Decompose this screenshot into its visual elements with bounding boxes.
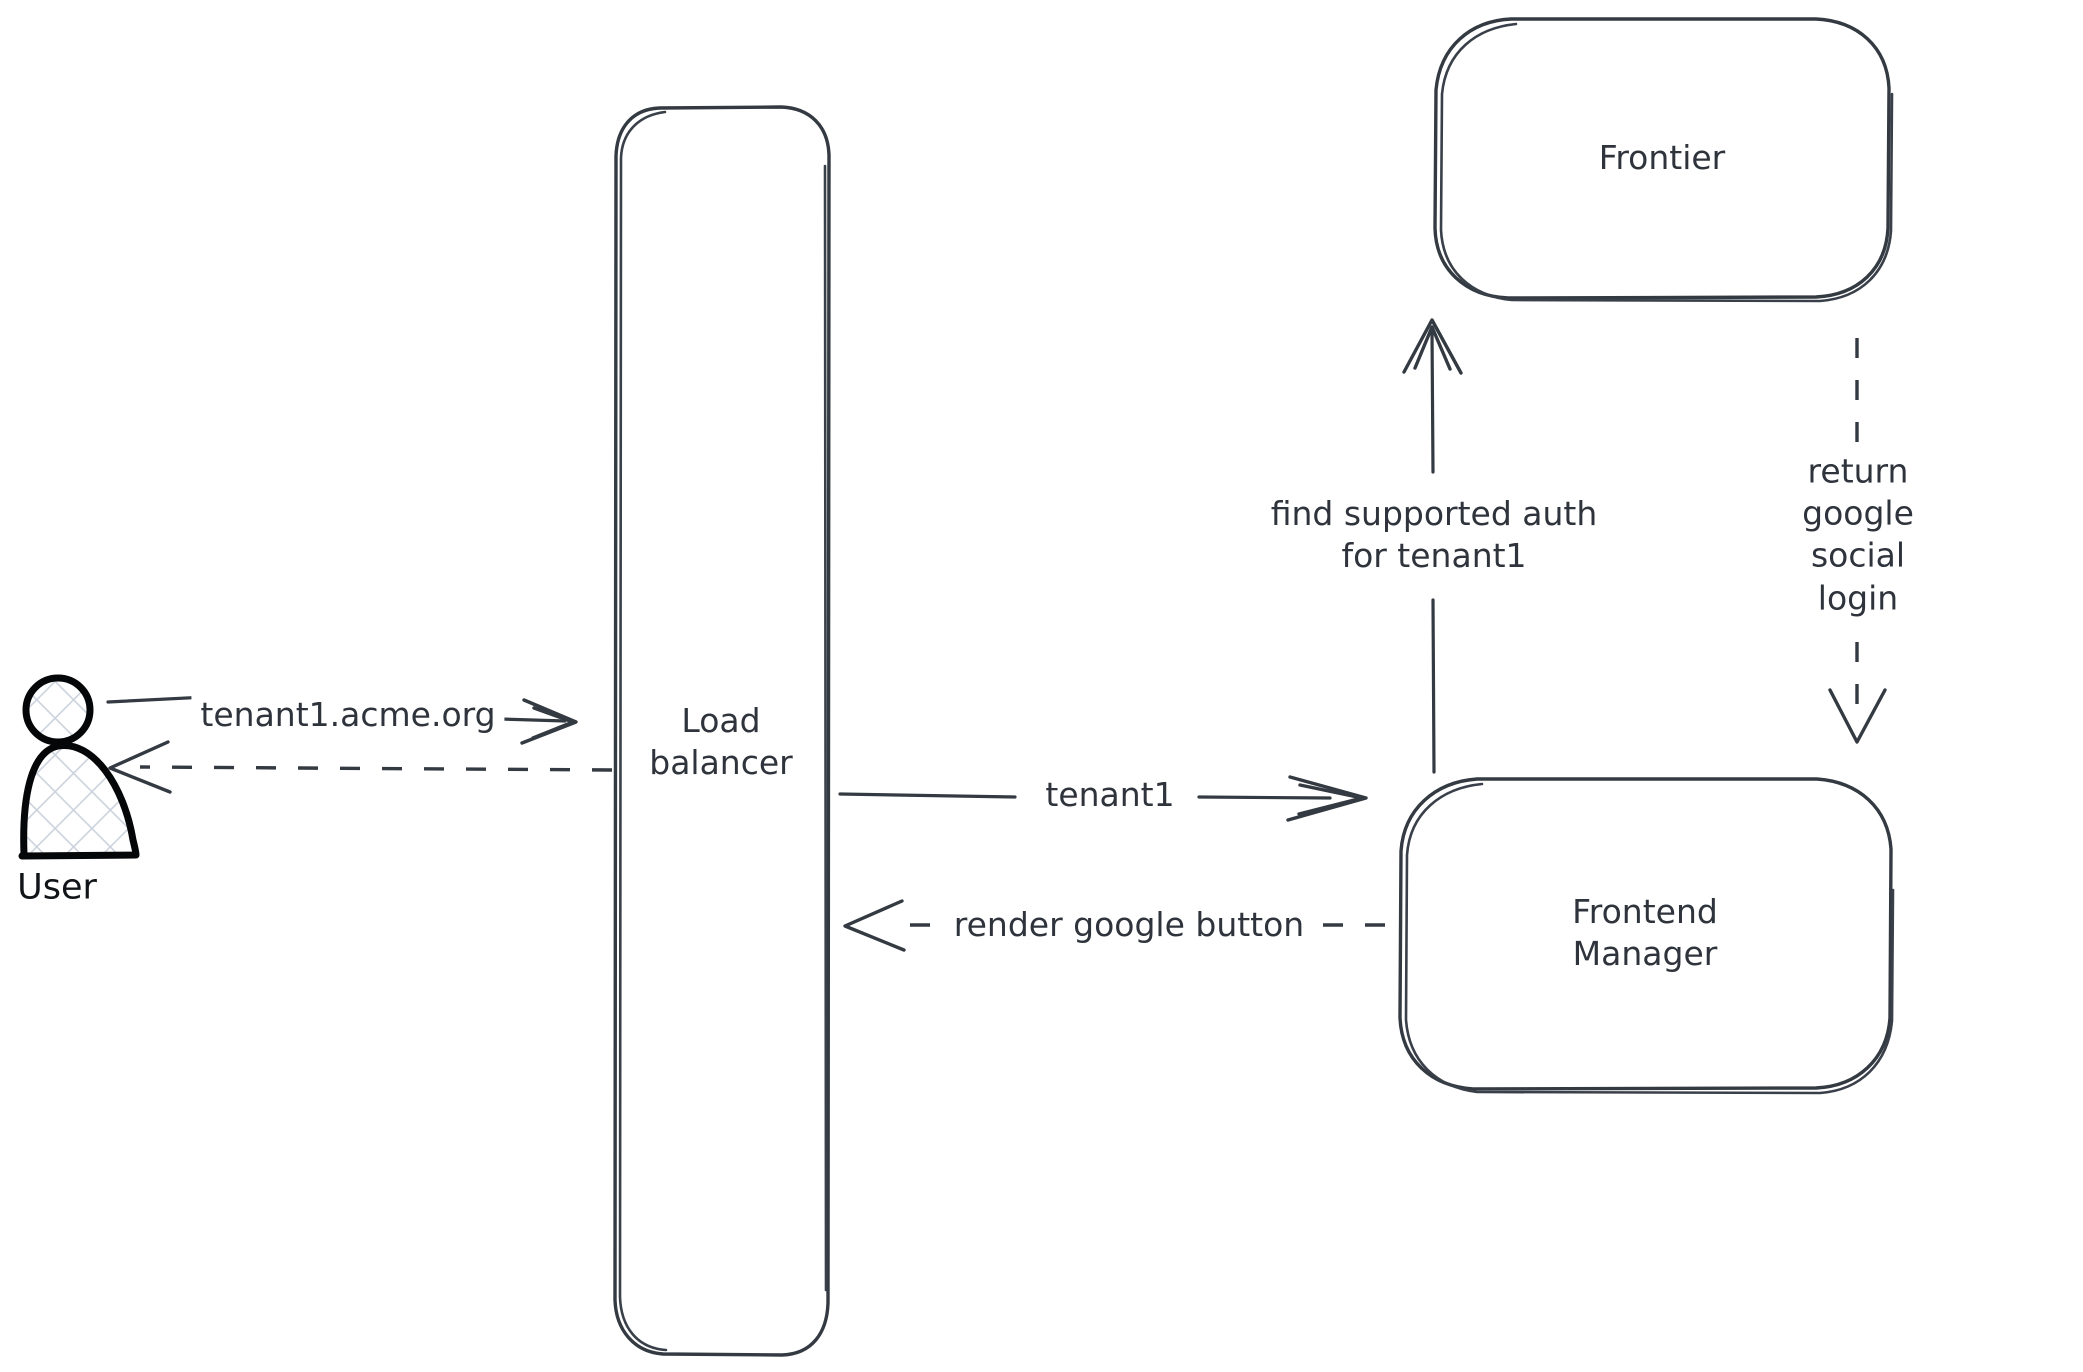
load-balancer-outline-second-pass (618, 110, 668, 1352)
edge5-line-upper (1430, 328, 1435, 474)
user-head-outline (22, 674, 94, 746)
edge1-line-right (499, 717, 567, 723)
edge3-line-left (838, 792, 1017, 799)
edge3-line-right (1197, 795, 1332, 800)
user-actor[interactable] (18, 674, 140, 860)
frontend-manager-outline (1398, 777, 1893, 1091)
edge-label-find-supported-auth: find supported auth for tenant1 (1261, 490, 1607, 580)
user-body-outline (18, 742, 140, 860)
edge-label-render-google-button: render google button (944, 901, 1314, 949)
edge2-line (139, 765, 613, 772)
edge1-arrow-head-inner (531, 706, 575, 740)
frontier-label: Frontier (1598, 137, 1726, 177)
user-body-fill (22, 746, 139, 856)
edge-label-tenant1-acme-org: tenant1.acme.org (191, 691, 505, 739)
frontend-manager-node[interactable] (1398, 777, 1895, 1095)
frontier-outline-second-pass (1439, 22, 1894, 303)
edge-frontend-manager-to-load-balancer[interactable] (843, 899, 1385, 952)
edge-label-tenant1: tenant1 (1036, 771, 1184, 819)
load-balancer-label: Load balancer (649, 700, 793, 782)
user-head-fill (26, 678, 90, 742)
frontend-manager-outline-second-pass (1404, 782, 1895, 1095)
load-balancer-node[interactable] (613, 105, 831, 1357)
edge5-line-lower (1431, 598, 1436, 774)
frontier-node[interactable] (1433, 17, 1894, 303)
edge5-arrow-head (1402, 318, 1463, 375)
frontend-manager-label: Frontend Manager (1572, 891, 1718, 973)
load-balancer-outline (613, 105, 831, 1357)
edge-label-return-google-social-login: return google social login (1745, 448, 1971, 622)
edge3-arrow-head (1286, 775, 1368, 822)
edge6-arrow-head (1828, 688, 1887, 744)
frontier-outline (1433, 17, 1891, 300)
load-balancer-right-edge-second-pass (823, 164, 828, 1292)
edge-load-balancer-to-frontend-manager[interactable] (838, 775, 1368, 822)
user-actor-label: User (17, 867, 97, 908)
edge-load-balancer-to-user[interactable] (108, 740, 613, 794)
edge-frontend-manager-to-frontier[interactable] (1402, 318, 1463, 774)
edge2-arrow-head (108, 740, 172, 794)
edge4-arrow-head (843, 899, 906, 952)
edge3-arrow-head-inner (1297, 783, 1364, 816)
edge5-arrow-head-inner (1413, 325, 1452, 371)
